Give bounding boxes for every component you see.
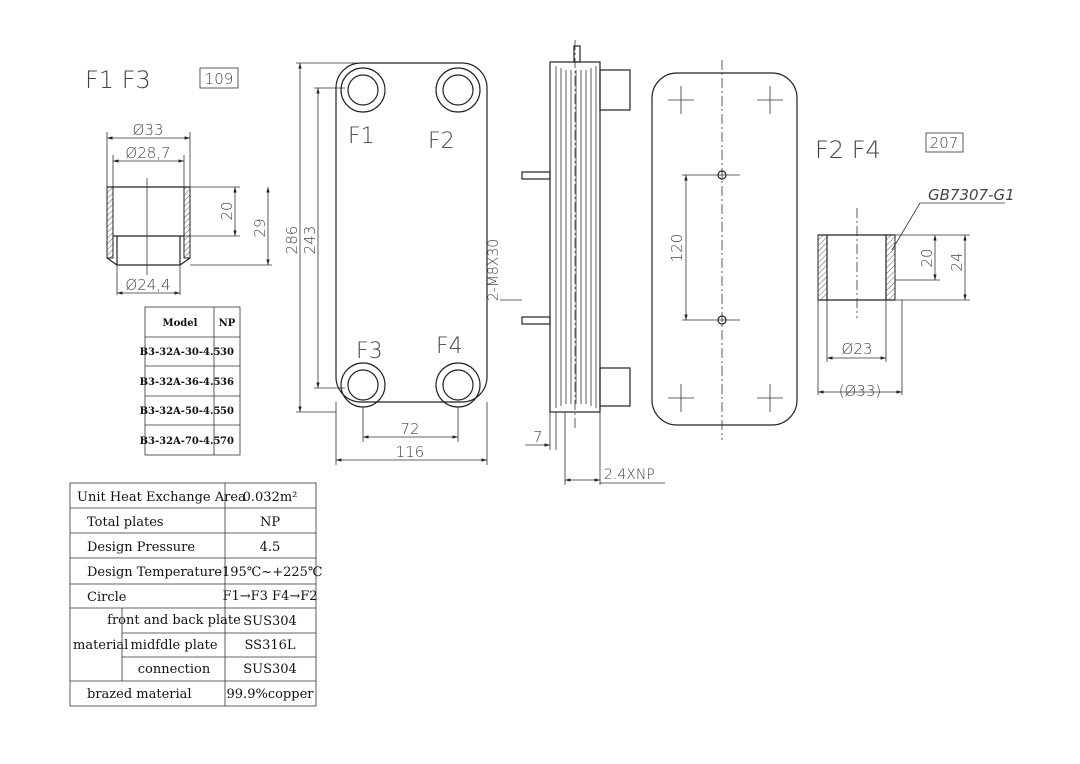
plates-value: NP bbox=[260, 515, 280, 530]
table-row: B3-32A-50-4.5 50 bbox=[140, 406, 234, 417]
right-fitting-section: 20 24 Ø23 (Ø33) bbox=[817, 208, 970, 400]
svg-text:B3-32A-50-4.5: B3-32A-50-4.5 bbox=[140, 406, 221, 417]
plates-label: Total plates bbox=[87, 515, 164, 530]
dim-stud-spacing: 120 bbox=[668, 234, 686, 263]
temperature-value: -195℃~+225℃ bbox=[218, 565, 323, 580]
dim-h1: 20 bbox=[918, 248, 936, 267]
dim-thickness: 7 bbox=[533, 428, 543, 446]
svg-text:front and back plate: front and back plate bbox=[107, 613, 241, 628]
svg-text:connection: connection bbox=[138, 662, 211, 677]
left-fitting-section: Ø33 Ø28,7 Ø24,4 20 29 bbox=[106, 121, 272, 295]
dim-height: 286 bbox=[283, 226, 301, 255]
dim-studs: 2-M8X30 bbox=[486, 239, 502, 301]
dim-inner-diameter: Ø23 bbox=[842, 340, 873, 358]
table-row: B3-32A-30-4.5 30 bbox=[140, 347, 234, 358]
temperature-label: Design Temperature bbox=[87, 565, 222, 580]
dim-port-spacing-h: 72 bbox=[400, 420, 419, 438]
ports-label: F1 F3 bbox=[85, 66, 151, 94]
svg-text:B3-32A-36-4.5: B3-32A-36-4.5 bbox=[140, 377, 221, 388]
circle-value: F1→F3 F4→F2 bbox=[222, 589, 317, 604]
table-row: front and back plate SUS304 bbox=[107, 613, 297, 629]
code-box bbox=[199, 67, 239, 89]
svg-text:B3-32A-30-4.5: B3-32A-30-4.5 bbox=[140, 347, 221, 358]
svg-text:SUS304: SUS304 bbox=[243, 614, 297, 629]
code-label: 207 bbox=[930, 134, 959, 152]
dim-inner-diameter: Ø24,4 bbox=[125, 276, 170, 294]
dim-width: 116 bbox=[396, 443, 425, 461]
left-port-title: F1 F3 109 bbox=[85, 66, 239, 94]
spec-table: Unit Heat Exchange Area 0.032m² Total pl… bbox=[69, 482, 323, 707]
dim-h1: 20 bbox=[218, 201, 236, 220]
pressure-label: Design Pressure bbox=[87, 540, 195, 555]
svg-text:36: 36 bbox=[220, 377, 234, 388]
svg-text:SS316L: SS316L bbox=[244, 638, 295, 653]
area-value: 0.032m² bbox=[243, 490, 298, 505]
port-label-f1: F1 bbox=[348, 124, 375, 149]
dim-h2: 29 bbox=[251, 218, 269, 237]
table-row: midfdle plate SS316L bbox=[130, 638, 295, 653]
dim-port-spacing-v: 243 bbox=[301, 226, 319, 255]
port-label-f2: F2 bbox=[428, 129, 455, 154]
brazed-label: brazed material bbox=[87, 687, 192, 702]
area-label: Unit Heat Exchange Area bbox=[77, 490, 246, 505]
dim-outer-diameter: Ø33 bbox=[133, 121, 164, 139]
right-port-title: F2 F4 207 GB7307-G1 bbox=[815, 132, 1015, 251]
svg-text:50: 50 bbox=[220, 406, 234, 417]
svg-text:midfdle plate: midfdle plate bbox=[130, 638, 217, 653]
code-label: 109 bbox=[205, 70, 234, 88]
back-view: 120 bbox=[651, 60, 798, 440]
table-row: connection SUS304 bbox=[138, 662, 297, 677]
port-label-f4: F4 bbox=[436, 334, 463, 359]
table-row: B3-32A-36-4.5 36 bbox=[140, 377, 234, 388]
svg-text:70: 70 bbox=[220, 436, 234, 447]
ports-label: F2 F4 bbox=[815, 136, 881, 164]
code-box bbox=[925, 132, 964, 153]
front-view: F1 F2 F3 F4 286 243 72 116 bbox=[283, 62, 488, 465]
svg-text:SUS304: SUS304 bbox=[243, 662, 297, 677]
side-view: 2-M8X30 7 2.4XNP bbox=[486, 40, 665, 485]
brazed-value: 99.9%copper bbox=[227, 687, 315, 702]
model-header: Model bbox=[163, 318, 198, 329]
svg-text:30: 30 bbox=[220, 347, 234, 358]
dim-h2: 24 bbox=[948, 252, 966, 271]
table-row: B3-32A-70-4.5 70 bbox=[140, 436, 234, 447]
circle-label: Circle bbox=[87, 590, 127, 605]
thread-spec-label: GB7307-G1 bbox=[928, 186, 1015, 204]
pressure-value: 4.5 bbox=[260, 540, 281, 555]
svg-text:B3-32A-70-4.5: B3-32A-70-4.5 bbox=[140, 436, 221, 447]
material-label: material bbox=[73, 638, 128, 653]
dim-outer-diameter: (Ø33) bbox=[839, 382, 882, 400]
dim-stack: 2.4XNP bbox=[604, 467, 655, 483]
port-label-f3: F3 bbox=[356, 339, 383, 364]
dim-mid-diameter: Ø28,7 bbox=[125, 144, 170, 162]
model-table: Model NP B3-32A-30-4.5 30 B3-32A-36-4.5 … bbox=[140, 306, 241, 456]
np-header: NP bbox=[219, 318, 236, 329]
